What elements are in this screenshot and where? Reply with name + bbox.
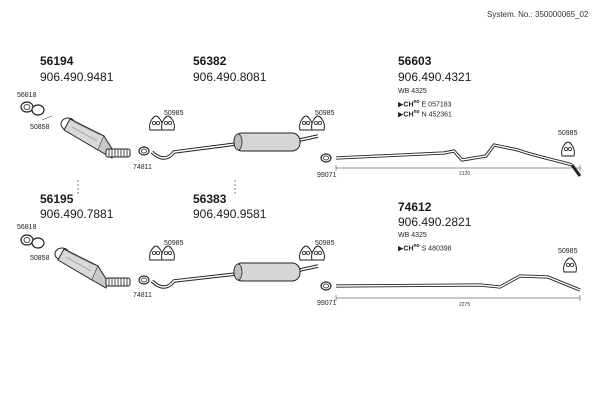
note-wb-74612: WB 4325 xyxy=(398,232,427,239)
clamp-74811 xyxy=(138,275,150,285)
middle-pipe-56383 xyxy=(150,262,319,289)
gasket-50858 xyxy=(31,237,45,249)
cert-prefix: ▶CH xyxy=(398,245,414,253)
part-number-56603: 56603 xyxy=(398,54,432,68)
part-number-56194: 56194 xyxy=(40,54,74,68)
callout-99071: 99071 xyxy=(317,300,337,307)
callout-74811: 74811 xyxy=(133,292,152,299)
clamp-99071 xyxy=(320,153,332,163)
cert-prefix: ▶CH xyxy=(398,111,414,119)
part-number-74612: 74612 xyxy=(398,200,432,214)
hanger-50985 xyxy=(161,115,175,131)
flex-pipe xyxy=(105,148,131,158)
callout-50985: 50985 xyxy=(315,110,335,117)
hanger-50985 xyxy=(299,245,313,261)
hanger-50985 xyxy=(149,245,163,261)
hanger-50985 xyxy=(563,257,577,273)
catalyst-56195 xyxy=(54,247,109,289)
rear-pipe-56603 xyxy=(335,143,582,177)
cert-line-56603-e: ▶CHno E 057183 xyxy=(398,99,452,108)
callout-56818: 56818 xyxy=(17,92,37,99)
callout-50858: 50858 xyxy=(30,255,50,262)
callout-50985: 50985 xyxy=(315,240,335,247)
cert-mark: no xyxy=(413,243,420,249)
callout-56818: 56818 xyxy=(17,224,37,231)
cert-number: N 452361 xyxy=(421,111,452,119)
hanger-50985 xyxy=(149,115,163,131)
hanger-50985 xyxy=(299,115,313,131)
cert-number: E 057183 xyxy=(421,101,452,109)
oe-number-56603: 906.490.4321 xyxy=(398,70,472,84)
middle-pipe-56382 xyxy=(150,132,319,160)
system-number: System. No.: 350000065_02 xyxy=(487,10,589,19)
oe-number-56195: 906.490.7881 xyxy=(40,207,114,221)
hanger-50985 xyxy=(311,245,325,261)
note-wb-56603: WB 4325 xyxy=(398,88,427,95)
oe-number-56194: 906.490.9481 xyxy=(40,70,114,84)
part-number-56195: 56195 xyxy=(40,192,74,206)
cert-prefix: ▶CH xyxy=(398,101,414,109)
clamp-99071 xyxy=(320,281,332,291)
callout-50985: 50985 xyxy=(164,240,184,247)
oe-number-56382: 906.490.8081 xyxy=(193,70,267,84)
callout-50985: 50985 xyxy=(164,110,184,117)
callout-99071: 99071 xyxy=(317,172,337,179)
gasket-56818 xyxy=(20,101,34,113)
cert-line-74612-s: ▶CHno S 480398 xyxy=(398,243,452,252)
hanger-50985 xyxy=(161,245,175,261)
dimension-label: 2275 xyxy=(459,302,471,308)
oe-number-56383: 906.490.9581 xyxy=(193,207,267,221)
part-number-56382: 56382 xyxy=(193,54,227,68)
part-number-56383: 56383 xyxy=(193,192,227,206)
clamp-74811 xyxy=(138,146,150,156)
hanger-50985 xyxy=(561,141,575,157)
callout-50985: 50985 xyxy=(558,130,578,137)
callout-50985: 50985 xyxy=(558,248,578,255)
rear-pipe-74612 xyxy=(335,274,581,292)
cert-number: S 480398 xyxy=(421,245,452,253)
cert-line-56603-n: ▶CHno N 452361 xyxy=(398,109,452,118)
oe-number-74612: 906.490.2821 xyxy=(398,215,472,229)
cert-mark: no xyxy=(413,109,420,115)
callout-50858: 50858 xyxy=(30,124,50,131)
callout-74811: 74811 xyxy=(133,164,152,171)
flex-pipe xyxy=(105,277,131,287)
cert-mark: no xyxy=(413,99,420,105)
gasket-56818 xyxy=(20,234,34,246)
dimension-label: 2120 xyxy=(459,171,471,177)
gasket-50858 xyxy=(31,104,45,116)
hanger-50985 xyxy=(311,115,325,131)
